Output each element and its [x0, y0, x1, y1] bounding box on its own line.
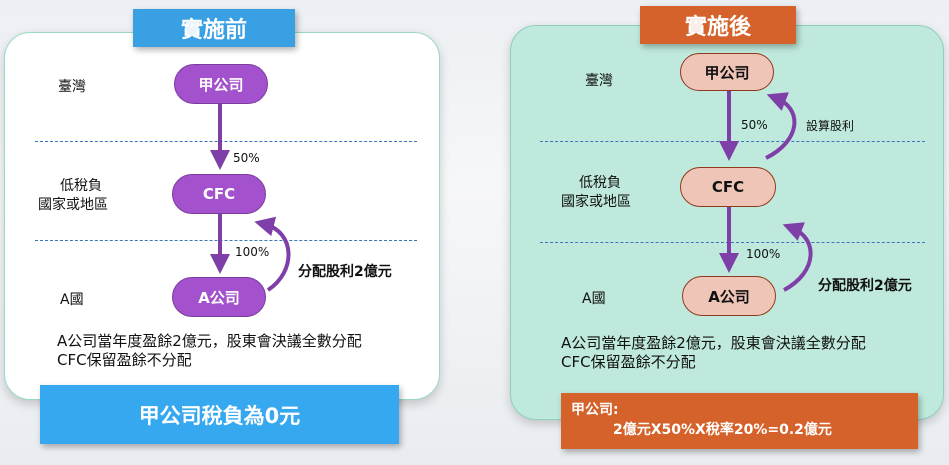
after-note-line1: A公司當年度盈餘2億元，股東會決議全數分配 — [561, 334, 866, 352]
before-region-low-tax-line1: 低稅負 — [60, 178, 102, 194]
after-result-line2: 2億元X50%X稅率20%=0.2億元 — [613, 422, 832, 438]
after-result-box: 甲公司: 2億元X50%X稅率20%=0.2億元 — [561, 393, 918, 449]
before-divider-bottom — [35, 240, 417, 241]
after-pct-parent-cfc: 50% — [741, 118, 768, 132]
before-result-box: 甲公司稅負為0元 — [40, 385, 399, 444]
after-node-cfc: CFC — [680, 167, 776, 207]
after-divider-bottom — [540, 242, 925, 243]
after-region-a: A國 — [582, 291, 606, 307]
after-region-low-tax-line1: 低稅負 — [579, 175, 621, 191]
after-result-line1: 甲公司: — [571, 402, 619, 418]
after-pct-cfc-a: 100% — [746, 247, 781, 261]
after-region-taiwan: 臺灣 — [585, 73, 613, 89]
before-node-cfc: CFC — [172, 174, 266, 214]
before-dividend-label: 分配股利2億元 — [298, 264, 392, 280]
after-node-a: A公司 — [682, 276, 776, 316]
before-region-a: A國 — [60, 292, 84, 308]
before-node-a: A公司 — [172, 277, 266, 317]
before-note-line2: CFC保留盈餘不分配 — [57, 351, 192, 369]
after-deemed-dividend-label: 設算股利 — [806, 119, 855, 133]
after-deemed-dividend-curve — [765, 92, 797, 160]
after-note-line2: CFC保留盈餘不分配 — [561, 353, 696, 371]
before-dividend-curve — [254, 216, 291, 292]
after-dividend-curve — [782, 222, 813, 292]
before-region-low-tax-line2: 國家或地區 — [38, 197, 108, 213]
before-note-line1: A公司當年度盈餘2億元，股東會決議全數分配 — [57, 332, 362, 350]
before-divider-top — [35, 141, 417, 142]
before-node-parent: 甲公司 — [174, 64, 268, 104]
before-pct-cfc-a: 100% — [235, 245, 270, 259]
before-region-taiwan: 臺灣 — [58, 79, 86, 95]
after-region-low-tax-line2: 國家或地區 — [561, 194, 631, 210]
before-pct-parent-cfc: 50% — [233, 151, 260, 165]
after-dividend-label: 分配股利2億元 — [818, 278, 912, 294]
after-title-tab: 實施後 — [640, 6, 796, 44]
after-node-parent: 甲公司 — [680, 53, 774, 91]
before-title-tab: 實施前 — [133, 9, 295, 47]
